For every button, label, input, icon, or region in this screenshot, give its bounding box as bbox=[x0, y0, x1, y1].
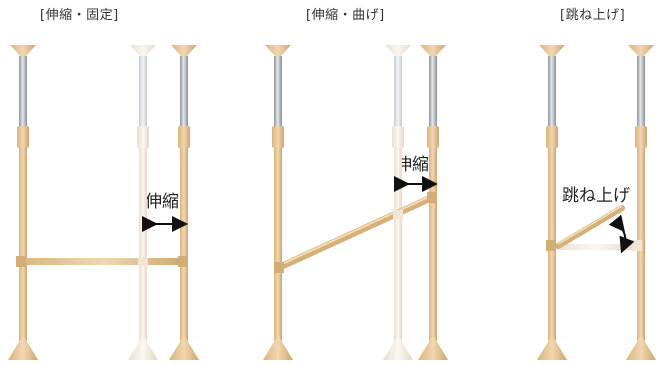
pole-ghost-2 bbox=[383, 45, 413, 360]
pole-ghost-1 bbox=[128, 45, 158, 360]
label-flip-up: 跳ね上げ bbox=[562, 186, 630, 206]
arrow-flip-3 bbox=[608, 214, 635, 254]
pole-left-1 bbox=[8, 45, 38, 360]
label-extend-1: 伸縮 bbox=[145, 192, 179, 212]
panel-title-flip-up: [跳ね上げ] bbox=[560, 8, 626, 23]
pole-right-2 bbox=[418, 45, 448, 360]
bar-diagonal-2 bbox=[274, 192, 437, 273]
bar-horizontal-1 bbox=[16, 256, 188, 267]
label-extend-2: 伸縮 bbox=[395, 155, 429, 175]
bar-flipped-3 bbox=[546, 205, 642, 251]
pole-left-3 bbox=[537, 45, 567, 360]
panel-title-extend-bend: [伸縮・曲げ] bbox=[306, 8, 385, 23]
pole-right-1 bbox=[169, 45, 199, 360]
pole-left-2 bbox=[263, 45, 293, 360]
panel-title-extend-fix: [伸縮・固定] bbox=[40, 8, 119, 23]
pole-right-3 bbox=[626, 45, 656, 360]
